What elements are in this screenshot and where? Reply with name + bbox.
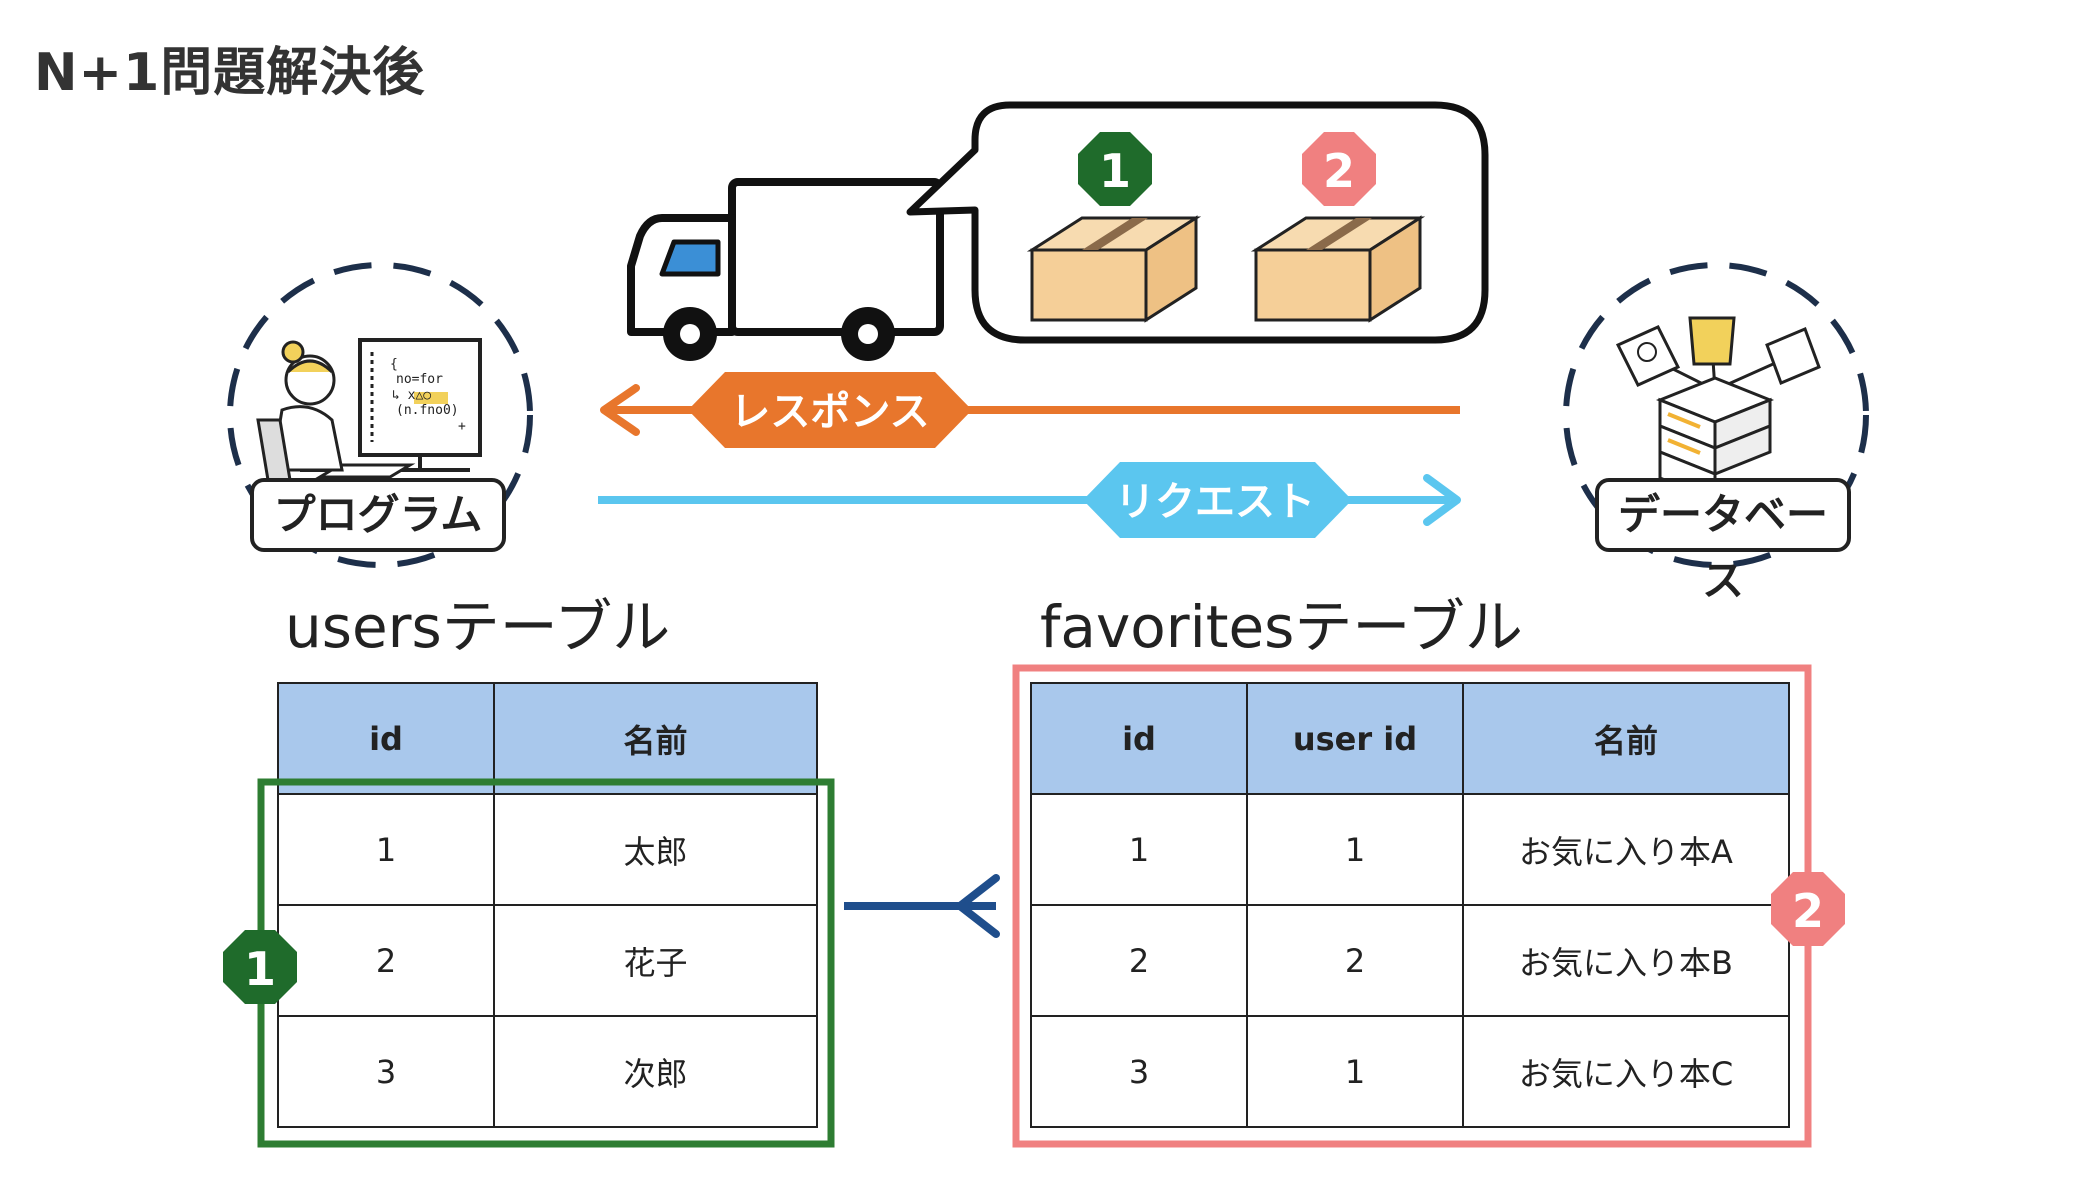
- program-screen-line: (n.fno0): [396, 403, 459, 418]
- database-server-icon: [1615, 316, 1821, 503]
- database-circle: [1563, 262, 1869, 568]
- table-header-row: id 名前: [277, 682, 818, 795]
- badge-2-box-label: 2: [1323, 144, 1355, 198]
- favorites-table: id user id 名前 1 1 お気に入り本A 2 2 お気に入り本B 3 …: [1030, 682, 1790, 1128]
- request-arrowhead: [1423, 474, 1461, 526]
- database-label: データベース: [1595, 478, 1851, 605]
- program-circle: [227, 262, 533, 568]
- badge-1-table-label: 1: [244, 942, 276, 996]
- column-header: id: [277, 682, 495, 795]
- badge-2-table-label: 2: [1792, 884, 1824, 938]
- favorites-highlight-frame: [1012, 664, 1812, 1148]
- table-cell: お気に入り本B: [1462, 904, 1790, 1017]
- program-screen-line: +: [458, 419, 466, 434]
- table-cell: 2: [277, 904, 495, 1017]
- response-label: レスポンス: [730, 389, 929, 435]
- relation-arrowhead: [956, 874, 1000, 938]
- table-cell: 1: [277, 793, 495, 906]
- table-row: 2 花子: [277, 904, 818, 1017]
- badge-2-box: [1302, 132, 1376, 206]
- column-header: user id: [1246, 682, 1464, 795]
- table-row: 1 太郎: [277, 793, 818, 906]
- table-row: 1 1 お気に入り本A: [1030, 793, 1790, 906]
- users-table-title: usersテーブル: [285, 593, 671, 661]
- badge-2-table: [1771, 872, 1845, 946]
- program-screen-line: ↳ x△○: [392, 388, 431, 403]
- program-label: プログラム: [250, 478, 506, 552]
- response-arrowhead: [600, 384, 640, 436]
- table-cell: 2: [1030, 904, 1248, 1017]
- table-row: 2 2 お気に入り本B: [1030, 904, 1790, 1017]
- table-cell: 次郎: [493, 1015, 818, 1128]
- table-cell: 2: [1246, 904, 1464, 1017]
- users-highlight-frame: [257, 778, 835, 1148]
- table-cell: お気に入り本C: [1462, 1015, 1790, 1128]
- package-box-2: [1250, 215, 1426, 323]
- request-label-shape: [1083, 462, 1352, 538]
- truck-illustration: [627, 178, 944, 361]
- table-cell: 3: [1030, 1015, 1248, 1128]
- table-row: 3 1 お気に入り本C: [1030, 1015, 1790, 1128]
- table-cell: 1: [1246, 1015, 1464, 1128]
- table-row: 3 次郎: [277, 1015, 818, 1128]
- column-header: id: [1030, 682, 1248, 795]
- table-cell: お気に入り本A: [1462, 793, 1790, 906]
- program-screen-line: {: [390, 357, 398, 372]
- table-cell: 1: [1246, 793, 1464, 906]
- badge-1-table: [223, 930, 297, 1004]
- table-header-row: id user id 名前: [1030, 682, 1790, 795]
- table-cell: 1: [1030, 793, 1248, 906]
- table-cell: 3: [277, 1015, 495, 1128]
- page-title: N+1問題解決後: [34, 43, 426, 103]
- response-label-shape: [688, 372, 972, 448]
- column-header: 名前: [1462, 682, 1790, 795]
- users-table: id 名前 1 太郎 2 花子 3 次郎: [277, 682, 818, 1128]
- programmer-illustration: [256, 338, 482, 482]
- package-box-1: [1026, 215, 1202, 323]
- table-cell: 太郎: [493, 793, 818, 906]
- column-header: 名前: [493, 682, 818, 795]
- favorites-table-title: favoritesテーブル: [1040, 593, 1523, 661]
- badge-1-box: [1078, 132, 1152, 206]
- request-label: リクエスト: [1115, 479, 1315, 525]
- badge-1-box-label: 1: [1099, 144, 1131, 198]
- program-screen-line: no=for: [396, 372, 443, 387]
- table-cell: 花子: [493, 904, 818, 1017]
